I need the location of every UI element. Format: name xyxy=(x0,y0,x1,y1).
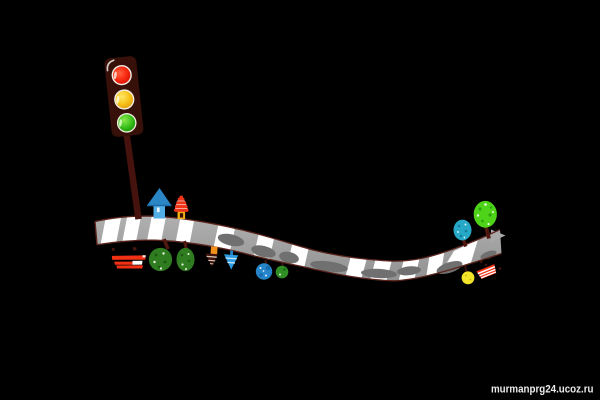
svg-text:murmanprg24.ucoz.ru: murmanprg24.ucoz.ru xyxy=(491,383,594,395)
